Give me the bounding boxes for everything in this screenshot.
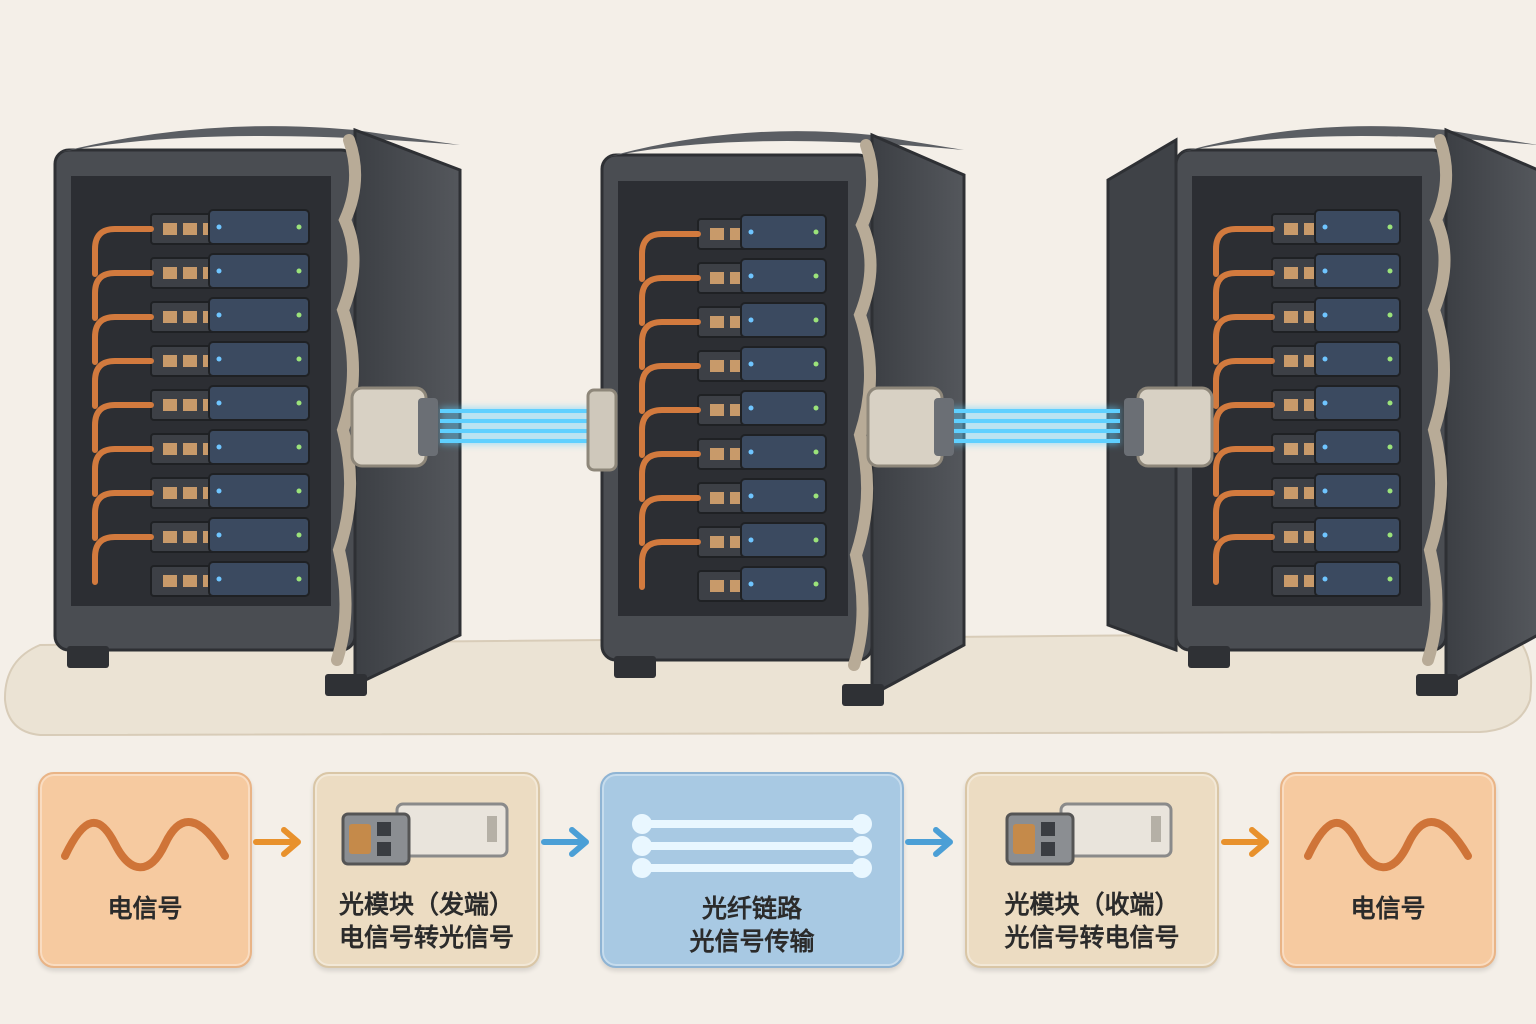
tx-optical-module-box: 光模块（发端） 电信号转光信号	[313, 772, 540, 968]
box-label-line: 电信号	[1350, 894, 1426, 923]
fiber-link-icon	[944, 409, 1120, 443]
optical-transceiver-icon	[350, 386, 438, 468]
data-center-illustration	[3, 126, 1536, 737]
box-label-line: 电信号	[107, 894, 183, 923]
arrow-right-icon	[1221, 827, 1269, 857]
transceiver-icon	[1005, 802, 1173, 866]
arrow-right-icon	[905, 827, 953, 857]
server-rack	[600, 131, 966, 706]
fiber-lines-icon	[632, 814, 872, 878]
box-label-line: 光纤链路	[701, 894, 802, 923]
server-rack	[1106, 126, 1536, 696]
electrical-signal-input-box: 电信号	[38, 772, 252, 968]
optical-transceiver-icon	[1124, 386, 1214, 468]
optical-transceiver-icon	[866, 386, 954, 468]
fiber-link-icon	[440, 409, 590, 443]
box-label-line: 电信号转光信号	[338, 923, 514, 952]
box-label-line: 光信号传输	[689, 927, 815, 956]
box-label-line: 光信号转电信号	[1004, 923, 1180, 952]
arrow-right-icon	[253, 827, 301, 857]
arrow-right-icon	[541, 827, 589, 857]
transceiver-icon	[341, 802, 509, 866]
wave-icon	[1304, 818, 1472, 872]
box-label-line: 光模块（发端）	[338, 890, 514, 919]
server-rack	[53, 126, 462, 696]
electrical-signal-output-box: 电信号	[1280, 772, 1496, 968]
box-label-line: 光模块（收端）	[1004, 890, 1180, 919]
rx-optical-module-box: 光模块（收端） 光信号转电信号	[965, 772, 1219, 968]
optical-transceiver-icon	[586, 388, 618, 472]
wave-icon	[61, 818, 229, 872]
fiber-link-box: 光纤链路 光信号传输	[600, 772, 904, 968]
